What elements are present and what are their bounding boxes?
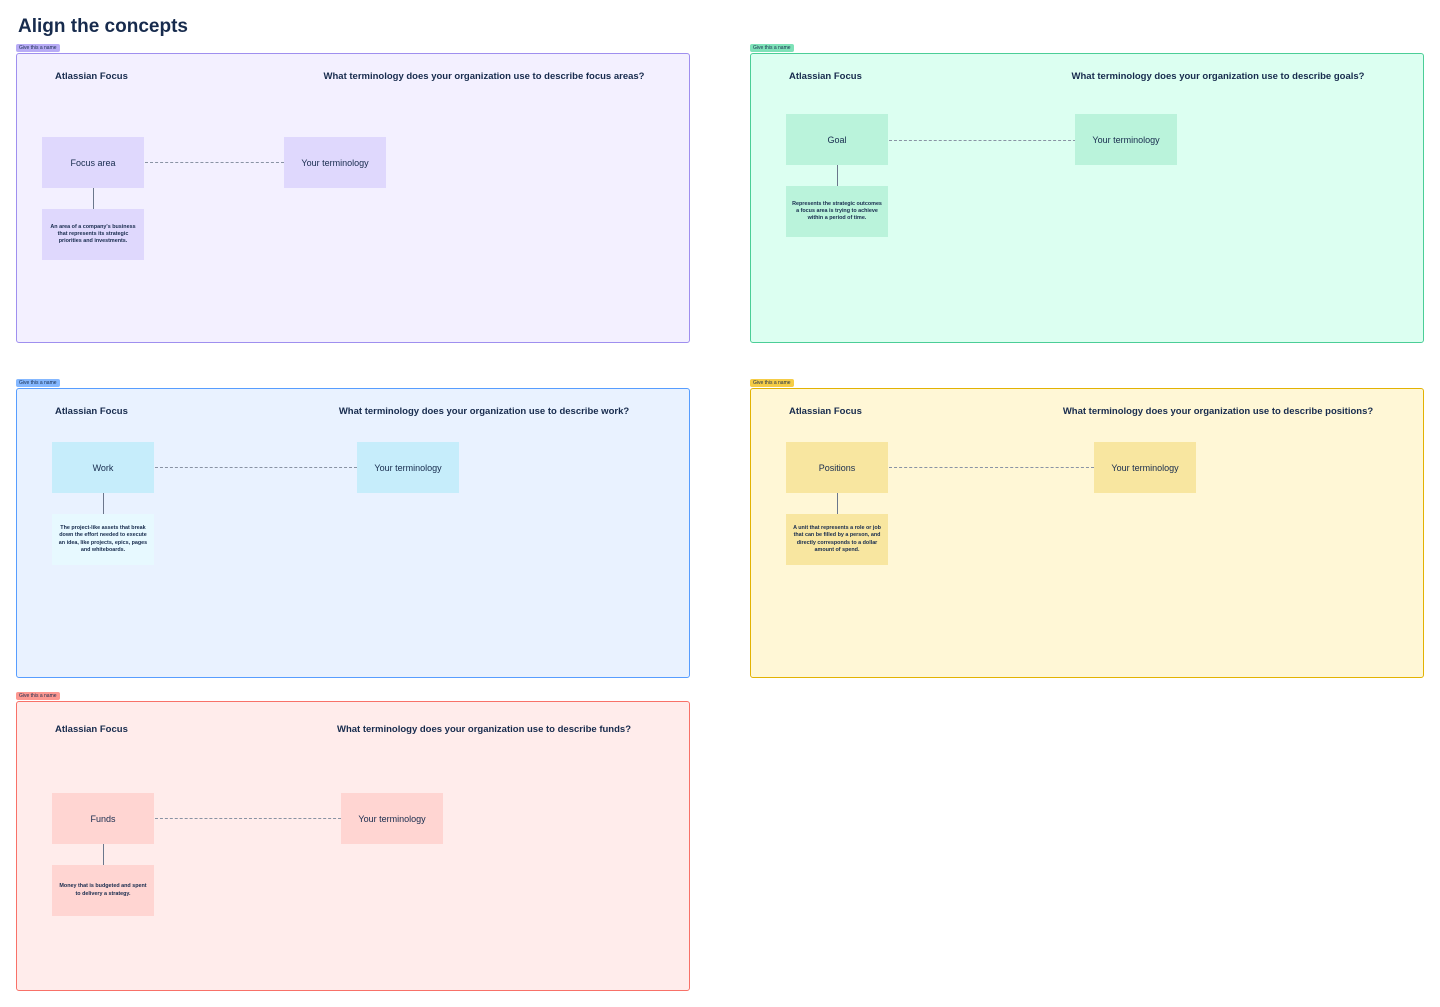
concept-description[interactable]: The project-like assets that break down … <box>52 514 154 565</box>
frame-heading: Atlassian Focus <box>789 71 862 82</box>
terminology-card[interactable]: Your terminology <box>341 793 443 844</box>
frame-name-tag[interactable]: Give this a name <box>750 379 794 387</box>
frame-question: What terminology does your organization … <box>323 71 645 82</box>
frame-heading: Atlassian Focus <box>55 406 128 417</box>
terminology-card[interactable]: Your terminology <box>1094 442 1196 493</box>
frame-question: What terminology does your organization … <box>1071 71 1365 82</box>
terminology-card[interactable]: Your terminology <box>284 137 386 188</box>
concept-card[interactable]: Positions <box>786 442 888 493</box>
frame-question: What terminology does your organization … <box>338 406 630 417</box>
frame-name-tag[interactable]: Give this a name <box>16 44 60 52</box>
frame-focus-areas[interactable]: Atlassian Focus What terminology does yo… <box>16 53 690 343</box>
frame-heading: Atlassian Focus <box>789 406 862 417</box>
frame-question: What terminology does your organization … <box>1062 406 1374 417</box>
description-connector <box>103 493 104 514</box>
concept-description[interactable]: A unit that represents a role or job tha… <box>786 514 888 565</box>
dashed-connector <box>155 467 357 468</box>
concept-description[interactable]: An area of a company's business that rep… <box>42 209 144 260</box>
frame-question: What terminology does your organization … <box>337 724 631 735</box>
frame-funds[interactable]: Atlassian Focus What terminology does yo… <box>16 701 690 991</box>
concept-card[interactable]: Focus area <box>42 137 144 188</box>
frame-work[interactable]: Atlassian Focus What terminology does yo… <box>16 388 690 678</box>
description-connector <box>93 188 94 209</box>
dashed-connector <box>889 140 1076 141</box>
concept-description[interactable]: Represents the strategic outcomes a focu… <box>786 186 888 237</box>
frame-name-tag[interactable]: Give this a name <box>750 44 794 52</box>
frame-goals[interactable]: Atlassian Focus What terminology does yo… <box>750 53 1424 343</box>
dashed-connector <box>145 162 284 163</box>
concept-description[interactable]: Money that is budgeted and spent to deli… <box>52 865 154 916</box>
terminology-card[interactable]: Your terminology <box>357 442 459 493</box>
dashed-connector <box>889 467 1094 468</box>
frame-heading: Atlassian Focus <box>55 724 128 735</box>
concept-card[interactable]: Goal <box>786 114 888 165</box>
terminology-card[interactable]: Your terminology <box>1075 114 1177 165</box>
frame-name-tag[interactable]: Give this a name <box>16 379 60 387</box>
dashed-connector <box>155 818 341 819</box>
description-connector <box>103 844 104 865</box>
concept-card[interactable]: Work <box>52 442 154 493</box>
description-connector <box>837 165 838 186</box>
frame-name-tag[interactable]: Give this a name <box>16 692 60 700</box>
concept-card[interactable]: Funds <box>52 793 154 844</box>
page-title: Align the concepts <box>18 16 188 37</box>
frame-positions[interactable]: Atlassian Focus What terminology does yo… <box>750 388 1424 678</box>
frame-heading: Atlassian Focus <box>55 71 128 82</box>
description-connector <box>837 493 838 514</box>
